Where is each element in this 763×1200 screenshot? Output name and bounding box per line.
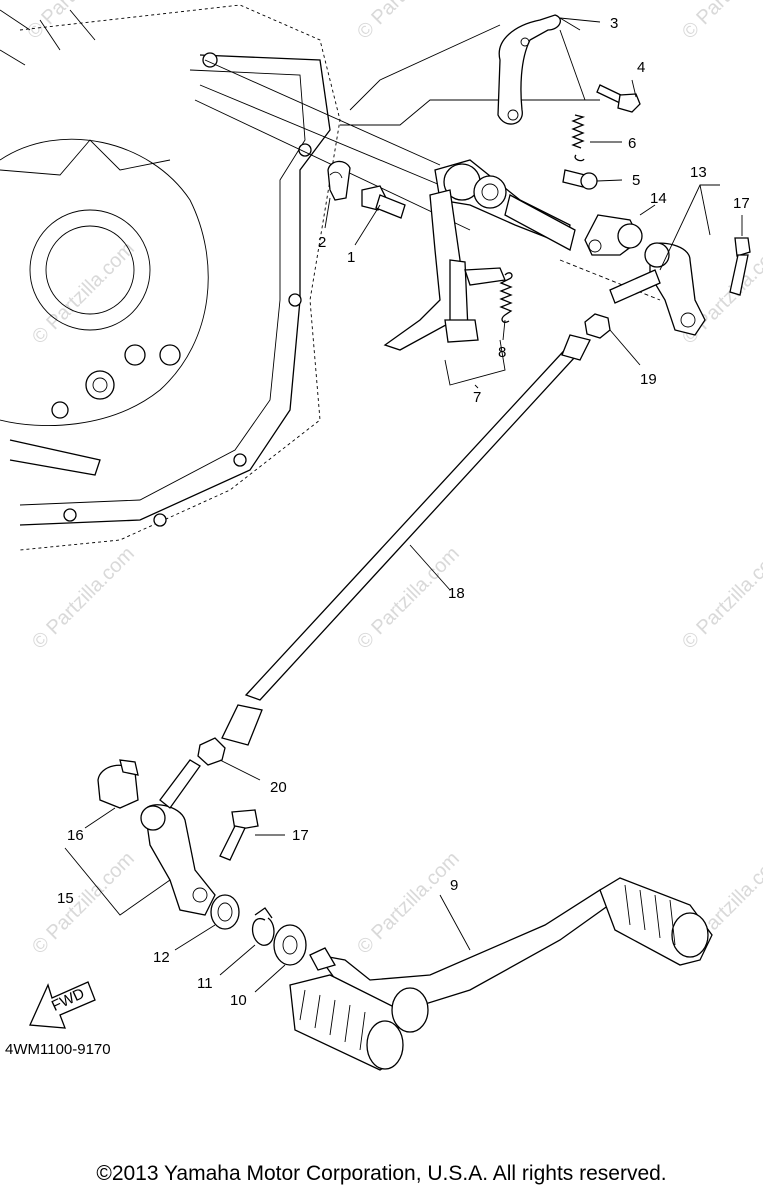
nut-19 — [584, 313, 611, 339]
callout-18: 18 — [448, 585, 465, 602]
bushing-12 — [210, 894, 240, 930]
callout-10: 10 — [230, 992, 247, 1009]
reference-lines — [194, 24, 661, 301]
rod-end-16 — [97, 759, 139, 809]
callout-3: 3 — [610, 15, 618, 32]
stopper-lever — [497, 14, 561, 125]
nut-20 — [197, 737, 226, 766]
watermark: © Partzilla.com — [678, 543, 763, 654]
shift-arm-13 — [609, 242, 706, 336]
callout-11: 11 — [197, 975, 213, 992]
washer-10 — [273, 924, 307, 966]
callout-14: 14 — [650, 190, 667, 207]
collar-2 — [327, 160, 351, 201]
bolt-17-upper — [729, 237, 751, 296]
watermark: © Partzilla.com — [23, 0, 134, 44]
bolt-17-lower — [219, 809, 259, 861]
crankcase-outline — [0, 4, 341, 551]
callout-12: 12 — [153, 949, 170, 966]
callout-5: 5 — [632, 172, 640, 189]
watermark: © Partzilla.com — [678, 0, 763, 44]
bolt-1 — [361, 185, 406, 219]
bolt-4 — [596, 84, 641, 113]
callout-19: 19 — [640, 371, 657, 388]
callout-9: 9 — [450, 877, 458, 894]
watermark: © Partzilla.com — [28, 848, 139, 959]
watermark: © Partzilla.com — [353, 848, 464, 959]
spring-8 — [499, 272, 513, 323]
callout-2: 2 — [318, 234, 326, 251]
callout-7: 7 — [473, 389, 481, 406]
diagram-code: 4WM1100-9170 — [5, 1041, 111, 1058]
shift-shaft-assembly — [383, 159, 576, 351]
pin-5 — [562, 169, 598, 190]
circlip-11 — [251, 907, 275, 946]
shift-rod-18 — [221, 334, 591, 746]
callout-16: 16 — [67, 827, 84, 844]
shift-pedal-9 — [289, 877, 713, 1071]
callout-13: 13 — [690, 164, 707, 181]
callout-4: 4 — [637, 59, 645, 76]
callout-17-upper: 17 — [733, 195, 750, 212]
fwd-arrow-icon: FWD — [29, 981, 96, 1029]
callout-leaders — [64, 17, 743, 993]
callout-1: 1 — [347, 249, 355, 266]
watermark: © Partzilla.com — [28, 238, 139, 349]
callout-6: 6 — [628, 135, 636, 152]
watermark: © Partzilla.com — [28, 543, 139, 654]
callout-20: 20 — [270, 779, 287, 796]
callout-15: 15 — [57, 890, 74, 907]
callout-17-lower: 17 — [292, 827, 309, 844]
copyright-notice: ©2013 Yamaha Motor Corporation, U.S.A. A… — [96, 1162, 667, 1185]
spring-6 — [571, 114, 586, 162]
rod-end-14 — [584, 214, 643, 256]
watermark: © Partzilla.com — [353, 0, 464, 44]
callout-8: 8 — [498, 344, 506, 361]
shift-arm-15 — [140, 759, 216, 916]
callout-numbers: 1 2 3 4 5 6 7 8 9 10 11 12 13 14 15 16 1… — [57, 15, 750, 1009]
